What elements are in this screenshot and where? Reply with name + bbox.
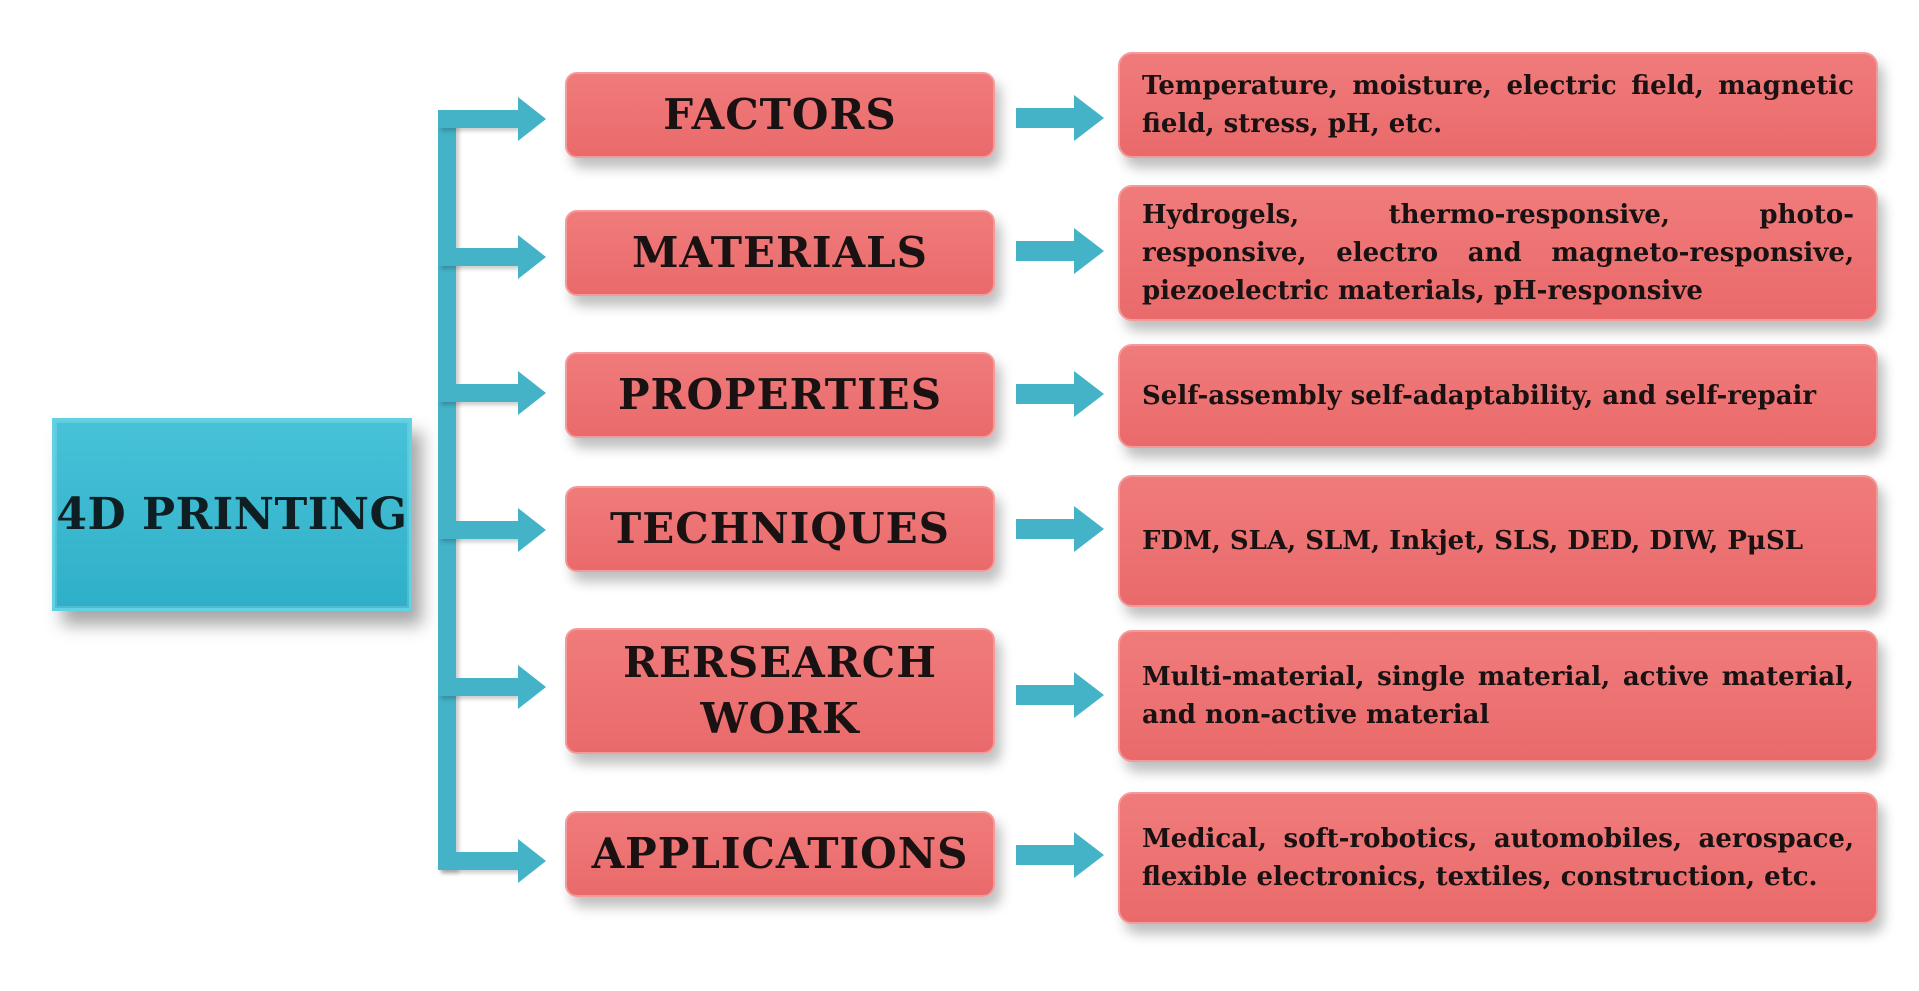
branch-applications <box>438 852 518 870</box>
category-techniques: TECHNIQUES <box>565 486 995 572</box>
category-materials: MATERIALS <box>565 210 995 296</box>
root-label: 4D PRINTING <box>56 489 408 540</box>
category-label: FACTORS <box>663 90 897 139</box>
category-applications: APPLICATIONS <box>565 811 995 897</box>
description-text: Multi-material, single material, active … <box>1142 662 1854 730</box>
category-label-line1: RERSEARCH <box>623 638 937 687</box>
description-text: Self-assembly self-adaptability, and sel… <box>1142 381 1817 411</box>
category-research-work: RERSEARCH WORK <box>565 628 995 754</box>
description-factors: Temperature, moisture, electric field, m… <box>1118 52 1878 158</box>
arrow-techniques <box>1016 506 1104 552</box>
category-label-line2: WORK <box>700 694 860 743</box>
root-node-4d-printing: 4D PRINTING <box>52 418 412 611</box>
branch-arrowhead-properties <box>518 371 546 415</box>
branch-arrowhead-research-work <box>518 665 546 709</box>
branch-materials <box>438 248 518 266</box>
arrow-factors <box>1016 95 1104 141</box>
branch-factors <box>438 110 518 128</box>
category-properties: PROPERTIES <box>565 352 995 438</box>
category-label: PROPERTIES <box>617 370 943 419</box>
branch-arrowhead-applications <box>518 839 546 883</box>
branch-properties <box>438 384 518 402</box>
description-text: Hydrogels, thermo-responsive, photo-resp… <box>1142 200 1854 306</box>
arrow-materials <box>1016 228 1104 274</box>
branch-techniques <box>438 521 518 539</box>
arrow-properties <box>1016 371 1104 417</box>
description-research-work: Multi-material, single material, active … <box>1118 630 1878 762</box>
category-label: APPLICATIONS <box>591 829 969 878</box>
description-text: Medical, soft-robotics, automobiles, aer… <box>1142 824 1854 892</box>
branch-arrowhead-materials <box>518 235 546 279</box>
branch-research-work <box>438 678 518 696</box>
category-label: MATERIALS <box>631 228 929 277</box>
category-label: TECHNIQUES <box>610 504 950 553</box>
branch-arrowhead-techniques <box>518 508 546 552</box>
description-techniques: FDM, SLA, SLM, Inkjet, SLS, DED, DIW, Pμ… <box>1118 475 1878 607</box>
connector-trunk <box>438 110 456 870</box>
description-applications: Medical, soft-robotics, automobiles, aer… <box>1118 792 1878 924</box>
description-text: FDM, SLA, SLM, Inkjet, SLS, DED, DIW, Pμ… <box>1142 526 1804 556</box>
description-materials: Hydrogels, thermo-responsive, photo-resp… <box>1118 185 1878 321</box>
arrow-applications <box>1016 832 1104 878</box>
description-properties: Self-assembly self-adaptability, and sel… <box>1118 344 1878 448</box>
category-factors: FACTORS <box>565 72 995 158</box>
branch-arrowhead-factors <box>518 97 546 141</box>
description-text: Temperature, moisture, electric field, m… <box>1142 71 1854 139</box>
arrow-research-work <box>1016 672 1104 718</box>
